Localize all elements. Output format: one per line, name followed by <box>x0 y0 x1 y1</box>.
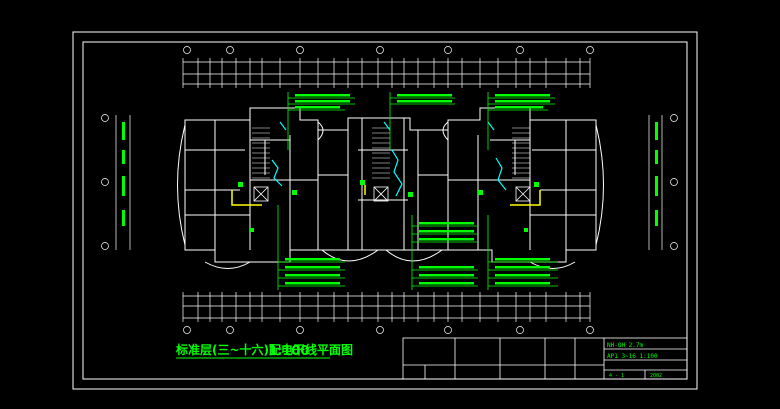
axis-bubble <box>444 326 452 334</box>
leader-label-text <box>285 274 340 277</box>
leader-label-text <box>495 258 550 261</box>
axis-bubble <box>226 326 234 334</box>
axis-bubble <box>586 46 594 54</box>
title-block-row-1: NH-OH 2.7m <box>607 342 644 349</box>
side-axis-bubbles <box>101 114 678 250</box>
leader-label-text <box>419 230 474 233</box>
drawing-frame <box>72 31 698 390</box>
bottom-axis-bubbles <box>183 326 594 334</box>
leader-label-text <box>419 238 474 241</box>
title-block-row-3-left: 4 - 1 <box>609 373 624 379</box>
leader-label-text <box>285 258 340 261</box>
axis-bubble <box>516 46 524 54</box>
leader-label-text <box>295 94 350 97</box>
axis-bubble <box>296 326 304 334</box>
leader-label-text <box>397 100 452 103</box>
cyan-wiring <box>271 121 507 197</box>
leader-label-text <box>285 266 340 269</box>
bottom-leaders <box>277 205 558 290</box>
top-leader-labels <box>295 94 550 109</box>
axis-bubble <box>183 46 191 54</box>
axis-bubble <box>183 326 191 334</box>
top-axis-bubbles <box>183 46 594 54</box>
leader-label-text <box>397 94 452 97</box>
leader-label-text <box>495 94 550 97</box>
leader-label-text <box>419 274 474 277</box>
axis-bubble <box>226 46 234 54</box>
bottom-dimension-ticks <box>182 292 591 322</box>
leader-label-text <box>295 100 350 103</box>
side-dimension-lines <box>115 115 663 250</box>
drawing-scale: 1:100 <box>268 344 309 359</box>
bottom-leader-labels <box>285 222 550 285</box>
leader-label-text <box>495 100 550 103</box>
axis-bubble <box>444 46 452 54</box>
axis-bubble <box>296 46 304 54</box>
leader-label-text <box>495 106 543 109</box>
axis-bubble <box>376 326 384 334</box>
axis-bubble <box>516 326 524 334</box>
side-annotations <box>122 122 658 226</box>
axis-bubble <box>586 326 594 334</box>
top-leaders <box>287 92 555 150</box>
leader-label-text <box>419 282 474 285</box>
leader-label-text <box>495 282 550 285</box>
floor-plan-walls <box>177 107 604 269</box>
distribution-boxes <box>238 180 539 232</box>
title-block <box>402 337 688 380</box>
top-dimension-lines <box>183 61 590 85</box>
stair-treads <box>252 127 530 179</box>
axis-bubble <box>376 46 384 54</box>
elevator-shafts <box>253 186 531 202</box>
bottom-dimension-lines <box>183 295 590 319</box>
drawing-title: 标准层(三~十六)配电干线平面图 <box>175 342 353 357</box>
distribution-trunk-highlight <box>231 185 541 206</box>
title-block-row-2: AP1 3~16 1:100 <box>607 353 658 360</box>
leader-label-text <box>419 266 474 269</box>
leader-label-text <box>285 282 340 285</box>
top-dimension-ticks <box>182 58 591 88</box>
title-block-row-3-right: 2002 <box>650 373 662 379</box>
leader-label-text <box>495 274 550 277</box>
leader-label-text <box>295 106 340 109</box>
leader-label-text <box>495 266 550 269</box>
leader-label-text <box>419 222 474 225</box>
